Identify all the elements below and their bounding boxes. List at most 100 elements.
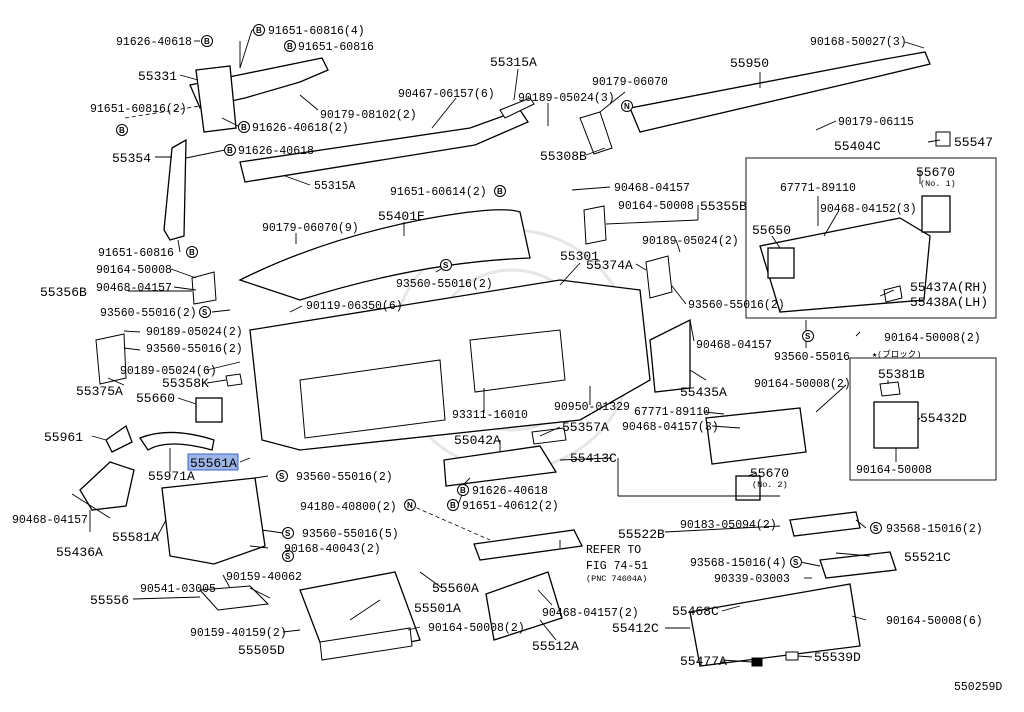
part-55436A xyxy=(79,461,135,511)
label: 93560-55016(2) xyxy=(396,278,493,291)
label: 90168-50027(3) xyxy=(810,36,907,49)
label: 90468-04157 xyxy=(614,182,690,195)
part-55381B xyxy=(879,381,901,397)
label: 93560-55016(2) xyxy=(146,343,243,356)
svg-text:N: N xyxy=(624,102,630,111)
part-55331-stay xyxy=(195,65,237,133)
svg-text:B: B xyxy=(189,248,195,257)
label: 93568-15016(2) xyxy=(886,523,983,536)
part-55042A xyxy=(443,445,558,487)
refer-line-3: (PNC 74604A) xyxy=(586,574,647,584)
label: 55437A(RH) xyxy=(910,280,988,295)
label: 91651-60816 xyxy=(98,247,174,260)
svg-text:B: B xyxy=(204,37,210,46)
label: 90164-50008(2) xyxy=(884,332,981,345)
fastener-markers: B B B B B B B B B B S S S S S S S S N N xyxy=(116,24,882,568)
label: 55950 xyxy=(730,56,769,71)
svg-text:S: S xyxy=(793,558,799,567)
leader-lines xyxy=(71,29,941,663)
screw-symbol: S xyxy=(802,330,814,342)
bolt-symbol: B xyxy=(238,121,250,133)
part-55961 xyxy=(105,424,133,453)
screw-symbol: S xyxy=(870,522,882,534)
part-55412C xyxy=(689,583,861,667)
label: 55331 xyxy=(138,69,177,84)
bolt-symbol: B xyxy=(253,24,265,36)
label: 91651-60614(2) xyxy=(390,186,487,199)
label: 93560-55016(2) xyxy=(688,299,785,312)
part-55356B xyxy=(191,271,217,305)
highlight-box xyxy=(187,453,239,471)
label: 90189-05024(2) xyxy=(146,326,243,339)
label: 55539D xyxy=(814,650,861,665)
label: 91651-60816(2) xyxy=(90,103,187,116)
part-55354 xyxy=(163,138,187,241)
svg-text:B: B xyxy=(227,146,233,155)
bolt-symbol: B xyxy=(116,124,128,136)
label-note: (No. 1) xyxy=(920,179,956,189)
label: 55308B xyxy=(540,149,587,164)
label: 55375A xyxy=(76,384,123,399)
label: 55357A xyxy=(562,420,609,435)
part-55950 xyxy=(629,51,931,133)
svg-text:B: B xyxy=(119,126,125,135)
label: 91651-60816(4) xyxy=(268,25,365,38)
label: 90189-05024(6) xyxy=(120,365,217,378)
label: 90168-40043(2) xyxy=(284,543,381,556)
bolt-symbol: B xyxy=(201,35,213,47)
label: 90339-03003 xyxy=(714,573,790,586)
label: 55477A xyxy=(680,654,727,669)
part-55522B xyxy=(789,511,861,537)
part-55670-no1 xyxy=(921,195,951,233)
svg-text:S: S xyxy=(805,332,811,341)
label: 55581A xyxy=(112,530,159,545)
label: 90468-04157 xyxy=(96,282,172,295)
label: 55301 xyxy=(560,249,599,264)
part-55477A xyxy=(751,657,763,667)
svg-text:S: S xyxy=(285,552,291,561)
label: 55404C xyxy=(834,139,881,154)
group-55432D xyxy=(849,357,997,481)
label: 91626-40618 xyxy=(116,36,192,49)
svg-text:S: S xyxy=(285,529,291,538)
part-55401E xyxy=(238,209,531,301)
bolt-symbol: B xyxy=(494,185,506,197)
part-55432D xyxy=(873,401,919,449)
screw-symbol: S xyxy=(282,550,294,562)
bolt-symbol: B xyxy=(186,246,198,258)
label: 55438A(LH) xyxy=(910,295,988,310)
part-grab-bar xyxy=(473,529,583,561)
part-55539D xyxy=(785,651,799,661)
label: 67771-89110 xyxy=(634,406,710,419)
label: 55961 xyxy=(44,430,83,445)
label: 93311-16010 xyxy=(452,409,528,422)
label: 55432D xyxy=(920,411,967,426)
label: 91626-40618 xyxy=(472,485,548,498)
part-55650 xyxy=(767,247,795,279)
label: 90119-06350(6) xyxy=(306,300,403,313)
part-55355B xyxy=(583,205,607,245)
bolt-symbol: B xyxy=(457,484,469,496)
part-55308B xyxy=(579,111,613,155)
bolt-symbol: B xyxy=(284,40,296,52)
part-55521C xyxy=(819,551,897,579)
svg-text:B: B xyxy=(450,501,456,510)
label: 55315A xyxy=(314,180,356,193)
label: 55971A xyxy=(148,469,195,484)
label: 90164-50008 xyxy=(618,200,694,213)
label: 55521C xyxy=(904,550,951,565)
label: 55436A xyxy=(56,545,103,560)
label: 90159-40062 xyxy=(226,571,302,584)
label: 90183-05094(2) xyxy=(680,519,777,532)
label: 90179-06070 xyxy=(592,76,668,89)
label: 55042A xyxy=(454,433,501,448)
group-55404C xyxy=(745,157,997,319)
label: 55358K xyxy=(162,376,209,391)
svg-text:B: B xyxy=(256,26,262,35)
label: 91651-40612(2) xyxy=(462,500,559,513)
label: 55650 xyxy=(752,223,791,238)
label: 55354 xyxy=(112,151,151,166)
part-55437A xyxy=(883,285,903,303)
label: 90467-06157(6) xyxy=(398,88,495,101)
label: 91626-40618 xyxy=(238,145,314,158)
